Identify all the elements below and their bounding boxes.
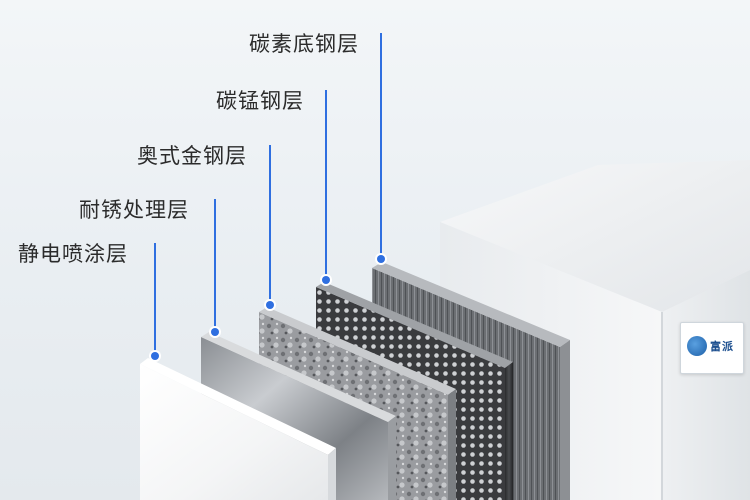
leader-line-austenitic: [269, 145, 271, 303]
brand-plate: 富派: [680, 322, 744, 374]
brand-logo-icon: [687, 336, 707, 356]
label-austenitic: 奥式金钢层: [137, 144, 247, 168]
label-rustproof: 耐锈处理层: [79, 198, 189, 222]
leader-dot-carbon-base: [377, 255, 385, 263]
leader-dot-static-spray: [151, 352, 159, 360]
label-static-spray: 静电喷涂层: [18, 242, 128, 266]
brand-text: 富派: [710, 340, 734, 353]
leader-dot-austenitic: [266, 301, 274, 309]
leader-line-static-spray: [154, 243, 156, 354]
label-carbon-manganese: 碳锰钢层: [216, 89, 304, 113]
cabinet-top: [440, 160, 750, 312]
leader-dot-rustproof: [211, 328, 219, 336]
panel-static-spray: [140, 358, 336, 500]
leader-line-carbon-manganese: [325, 90, 327, 278]
leader-line-rustproof: [214, 199, 216, 330]
leader-line-carbon-base: [380, 33, 382, 257]
label-carbon-base: 碳素底钢层: [249, 32, 359, 56]
leader-dot-carbon-manganese: [322, 276, 330, 284]
